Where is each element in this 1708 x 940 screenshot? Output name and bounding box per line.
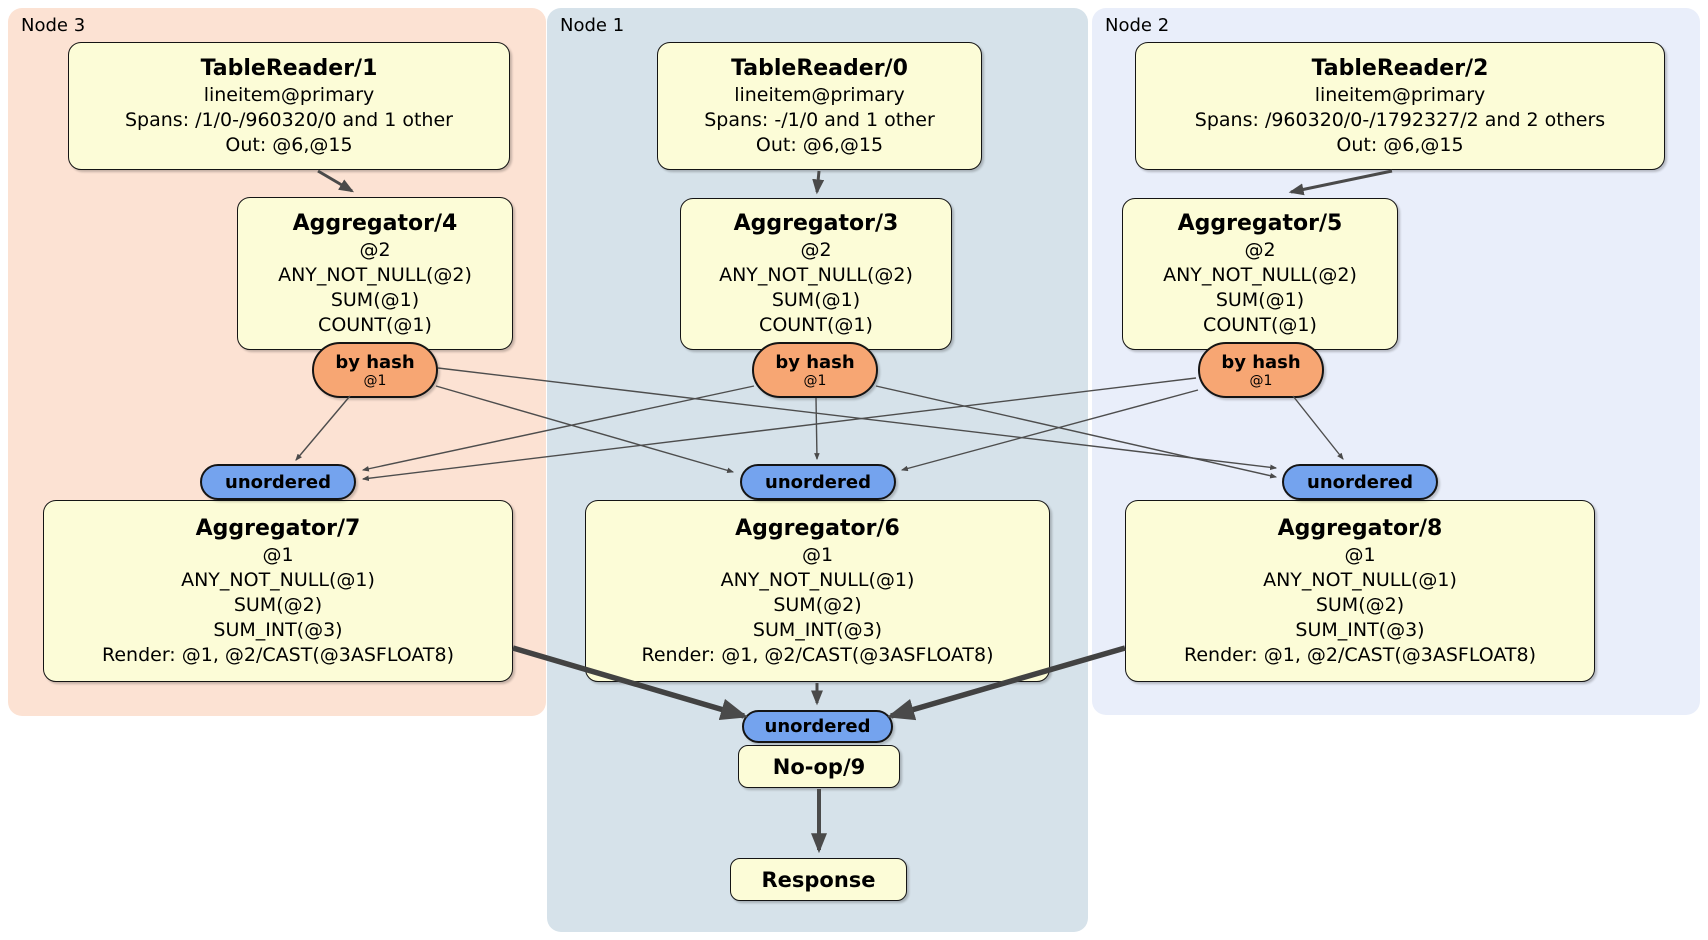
box-line: ANY_NOT_NULL(@2) (278, 263, 472, 286)
node-title: Response (761, 867, 876, 892)
box-line: SUM(@2) (233, 593, 323, 616)
box-line: lineitem@primary (203, 83, 375, 106)
router-label: by hash (335, 351, 415, 373)
collector-label: unordered (1307, 471, 1413, 493)
node-title: TableReader/2 (1311, 55, 1489, 81)
box-line: @1 (262, 543, 294, 566)
node-title: Aggregator/6 (735, 515, 900, 541)
box-line: SUM(@1) (1215, 289, 1305, 311)
panel-node1-label: Node 1 (560, 15, 625, 36)
node-title: No-op/9 (772, 754, 866, 779)
node-title: Aggregator/3 (733, 211, 899, 236)
router-detail: @1 (803, 372, 827, 389)
node-title: Aggregator/5 (1177, 211, 1343, 236)
box-line: COUNT(@1) (318, 313, 432, 336)
box-line: COUNT(@1) (759, 314, 873, 336)
box-line: ANY_NOT_NULL(@2) (719, 264, 913, 286)
box-line: Render: @1, @2/CAST(@3ASFLOAT8) (102, 643, 454, 666)
collector-unordered-final: unordered (742, 710, 893, 743)
box-line: SUM(@2) (1315, 593, 1405, 616)
panel-node2-label: Node 2 (1105, 15, 1170, 36)
box-line: lineitem@primary (1314, 83, 1486, 106)
box-line: @1 (801, 543, 834, 566)
router-detail: @1 (363, 372, 387, 389)
collector-unordered-node1: unordered (740, 464, 896, 500)
box-line: lineitem@primary (734, 83, 905, 106)
box-line: Out: @6,@15 (1336, 133, 1464, 156)
router-byhash-node3: by hash @1 (312, 342, 438, 398)
box-line: @2 (359, 238, 391, 261)
box-line: Render: @1, @2/CAST(@3ASFLOAT8) (1184, 643, 1536, 666)
box-line: ANY_NOT_NULL(@1) (1263, 568, 1457, 591)
node-title: TableReader/0 (731, 55, 908, 81)
box-line: ANY_NOT_NULL(@1) (720, 568, 915, 591)
box-line: Spans: /1/0-/960320/0 and 1 other (125, 108, 453, 131)
box-line: SUM_INT(@3) (752, 618, 883, 641)
collector-unordered-node2: unordered (1282, 464, 1438, 500)
box-line: Spans: /960320/0-/1792327/2 and 2 others (1194, 108, 1606, 131)
box-line: @2 (1244, 239, 1276, 261)
box-line: Out: @6,@15 (755, 133, 884, 156)
node-title: Aggregator/4 (292, 210, 458, 236)
box-line: ANY_NOT_NULL(@1) (181, 568, 375, 591)
node-title: TableReader/1 (200, 55, 378, 81)
box-line: COUNT(@1) (1203, 314, 1317, 336)
collector-label: unordered (764, 716, 871, 737)
box-line: SUM(@1) (771, 289, 861, 311)
collector-label: unordered (225, 471, 331, 493)
router-label: by hash (1221, 351, 1301, 373)
box-line: @2 (800, 239, 832, 261)
panel-node3-label: Node 3 (21, 15, 86, 36)
box-line: SUM_INT(@3) (213, 618, 343, 641)
collector-unordered-node3: unordered (200, 464, 356, 500)
box-line: Render: @1, @2/CAST(@3ASFLOAT8) (641, 643, 994, 666)
box-line: SUM(@2) (773, 593, 862, 616)
box-line: Spans: -/1/0 and 1 other (704, 108, 935, 131)
box-line: ANY_NOT_NULL(@2) (1163, 264, 1357, 286)
node-response: Response (730, 858, 907, 901)
node-title: Aggregator/7 (195, 515, 361, 541)
box-line: SUM(@1) (330, 288, 420, 311)
box-line: @1 (1344, 543, 1376, 566)
node-noop-9: No-op/9 (738, 745, 900, 788)
router-byhash-node2: by hash @1 (1198, 342, 1324, 398)
collector-label: unordered (765, 471, 871, 493)
router-detail: @1 (1249, 372, 1273, 389)
router-label: by hash (775, 351, 855, 373)
box-line: SUM_INT(@3) (1295, 618, 1425, 641)
box-line: Out: @6,@15 (225, 133, 353, 156)
router-byhash-node1: by hash @1 (752, 342, 878, 398)
node-title: Aggregator/8 (1277, 515, 1443, 541)
